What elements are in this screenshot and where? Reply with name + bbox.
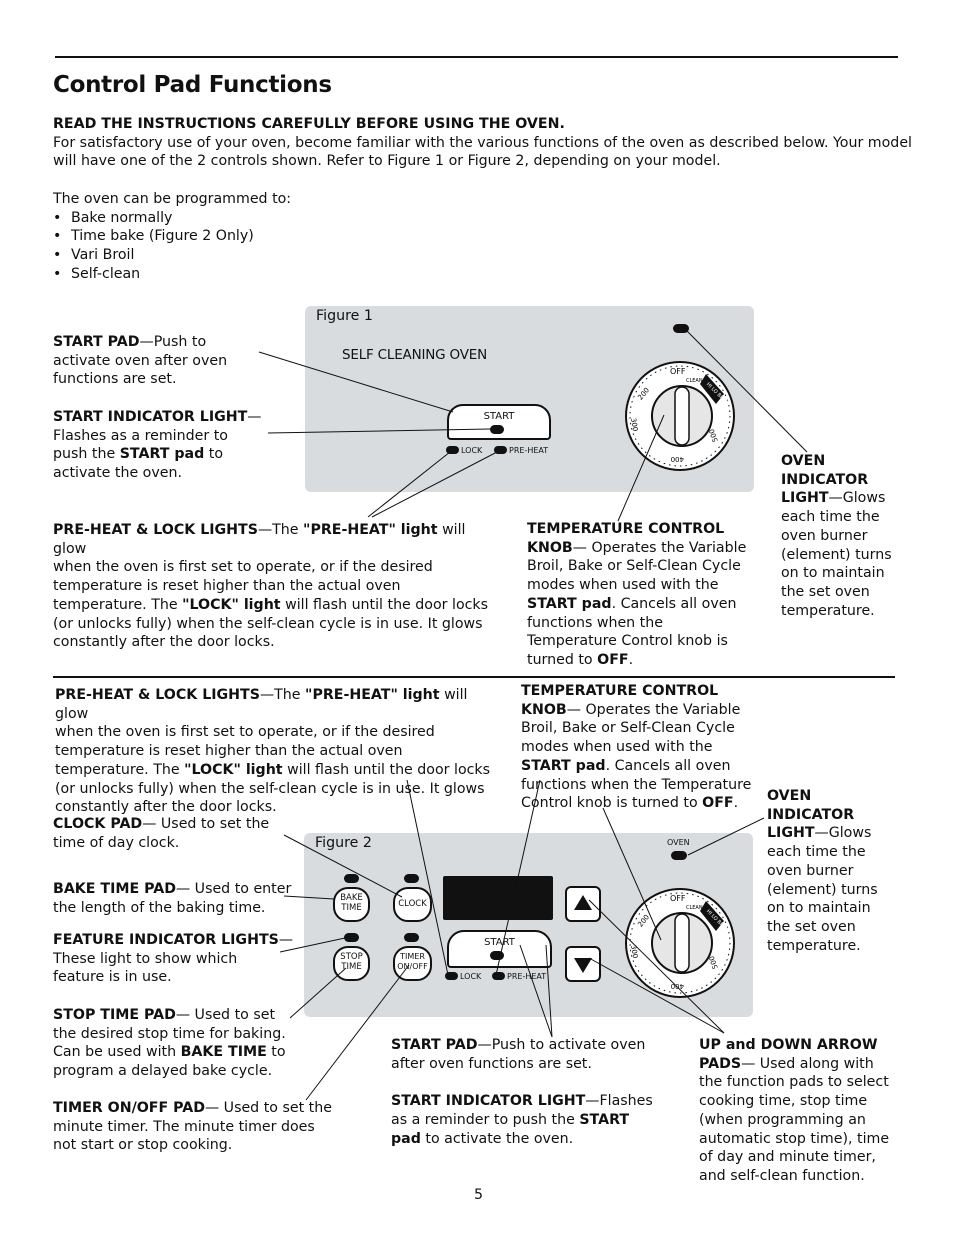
down-arrow-button[interactable]	[565, 946, 601, 982]
knob-clean-label: CLEAN	[686, 378, 703, 384]
bake-time-label: BAKE TIME	[340, 893, 363, 913]
bake-time-button[interactable]: BAKE TIME	[333, 887, 370, 922]
leader-clock	[283, 834, 403, 898]
figure1-leader-lines	[258, 329, 808, 522]
figure1-start-light-desc: START INDICATOR LIGHT— Flashes as a remi…	[53, 409, 262, 482]
clock-indicator-light	[404, 874, 419, 883]
knob-300-label: 300	[629, 417, 639, 432]
figure1-lock-label: LOCK	[461, 446, 483, 455]
leader-start-light	[267, 428, 491, 434]
figure2-label: Figure 2	[315, 835, 372, 851]
programmed-list: Bake normally Time bake (Figure 2 Only) …	[53, 209, 903, 284]
figure2-temp-knob-desc: TEMPERATURE CONTROL KNOB— Operates the V…	[521, 683, 752, 812]
figure2-preheat-lock-desc: PRE-HEAT & LOCK LIGHTS—The "PRE-HEAT" li…	[55, 687, 491, 816]
figure1-label: Figure 1	[316, 308, 373, 324]
figure2-start-indicator-light	[490, 951, 504, 960]
stop-time-label: STOP TIME	[340, 952, 363, 972]
figure1-start-pad-desc: START PAD—Push to activate oven after ov…	[53, 334, 228, 388]
knob-300-label: 300	[629, 944, 639, 959]
leader-stop-time	[289, 967, 347, 1019]
clock-display	[443, 876, 553, 920]
leader-lock	[367, 451, 451, 518]
up-arrow-icon	[574, 895, 592, 910]
bake-time-pad-desc: BAKE TIME PAD— Used to enter the length …	[53, 881, 292, 916]
knob-400-label: 400	[671, 455, 684, 463]
figure1-start-pad[interactable]: START	[447, 404, 551, 440]
stop-time-pad-desc: STOP TIME PAD— Used to set the desired s…	[53, 1007, 286, 1080]
list-item: Time bake (Figure 2 Only)	[53, 227, 903, 246]
figure2-start-desc: START PAD—Push to activate oven after ov…	[391, 1037, 653, 1147]
stop-time-indicator-light	[344, 933, 359, 942]
leader-feature-lights	[279, 937, 346, 953]
leader-preheat	[406, 779, 449, 976]
down-arrow-icon	[574, 958, 592, 973]
clock-label: CLOCK	[398, 899, 427, 909]
figure2-lock-light	[445, 972, 458, 980]
figure1-lock-light	[446, 446, 459, 454]
start-pad-label: START	[483, 411, 515, 422]
timer-pad-desc: TIMER ON/OFF PAD— Used to set the minute…	[53, 1100, 332, 1154]
figure1-oven-light-desc: OVEN INDICATOR LIGHT—Glows each time the…	[781, 453, 892, 619]
leader-start-pad	[519, 944, 553, 1038]
figure1-preheat-label: PRE-HEAT	[509, 446, 549, 455]
figure2-oven-label: OVEN	[667, 838, 690, 847]
intro-heading: READ THE INSTRUCTIONS CAREFULLY BEFORE U…	[53, 116, 565, 132]
timer-indicator-light	[404, 933, 419, 942]
figure1-preheat-lock-desc: PRE-HEAT & LOCK LIGHTS—The "PRE-HEAT" li…	[53, 522, 489, 651]
leader-lock	[495, 779, 541, 976]
intro-block: READ THE INSTRUCTIONS CAREFULLY BEFORE U…	[53, 115, 912, 284]
bake-time-indicator-light	[344, 874, 359, 883]
leader-down-arrow	[588, 957, 725, 1034]
knob-400-label: 400	[671, 982, 684, 990]
leader-start-pad	[258, 351, 454, 413]
figure2-preheat-label: PRE-HEAT	[507, 972, 547, 981]
knob-off-label: OFF	[670, 367, 686, 376]
list-item: Vari Broil	[53, 246, 903, 265]
intro-line: For satisfactory use of your oven, becom…	[53, 134, 912, 151]
timer-label: TIMER ON/OFF	[397, 952, 428, 971]
leader-oven-light	[687, 817, 765, 856]
top-rule	[55, 56, 898, 58]
leader-up-arrow	[588, 899, 725, 1034]
arrow-pads-desc: UP and DOWN ARROW PADS— Used along with …	[699, 1037, 890, 1184]
figure1-preheat-light	[494, 446, 507, 454]
list-item: Bake normally	[53, 209, 903, 228]
page-number: 5	[474, 1187, 484, 1203]
figure1-temp-knob-desc: TEMPERATURE CONTROL KNOB— Operates the V…	[527, 521, 747, 668]
figure2-preheat-light	[492, 972, 505, 980]
section-divider	[53, 676, 895, 678]
leader-temp-knob	[617, 414, 665, 522]
leader-start-pad-2	[545, 944, 553, 1038]
feature-lights-desc: FEATURE INDICATOR LIGHTS— These light to…	[53, 932, 294, 986]
knob-off-label: OFF	[670, 894, 686, 903]
figure2-temperature-knob[interactable]: OFF CLEAN HI LO BROIL 200 300 400 500	[624, 887, 736, 999]
knob-clean-label: CLEAN	[686, 905, 703, 911]
figure1-oven-indicator-light	[673, 324, 689, 333]
page-title: Control Pad Functions	[53, 72, 332, 98]
figure2-lock-label: LOCK	[460, 972, 482, 981]
figure2-oven-indicator-light	[671, 851, 687, 860]
leader-timer	[305, 964, 410, 1101]
timer-on-off-button[interactable]: TIMER ON/OFF	[393, 946, 432, 981]
list-item: Self-clean	[53, 265, 903, 284]
intro-line: will have one of the 2 controls shown. R…	[53, 153, 721, 170]
figure2-oven-light-desc: OVEN INDICATOR LIGHT—Glows each time the…	[767, 788, 878, 954]
start-pad-label: START	[484, 937, 515, 948]
leader-temp-knob	[602, 807, 662, 941]
figure1-panel-title: SELF CLEANING OVEN	[342, 347, 487, 363]
leader-bake-time	[283, 895, 335, 900]
clock-button[interactable]: CLOCK	[393, 887, 432, 922]
stop-time-button[interactable]: STOP TIME	[333, 946, 370, 981]
leader-oven-light	[685, 329, 808, 453]
up-arrow-button[interactable]	[565, 886, 601, 922]
figure1-temperature-knob[interactable]: OFF CLEAN HI LO BROIL 200 300 400 500	[624, 360, 736, 472]
leader-preheat	[371, 451, 498, 518]
clock-pad-desc: CLOCK PAD— Used to set the time of day c…	[53, 816, 270, 851]
programmed-intro: The oven can be programmed to:	[53, 190, 292, 207]
figure1-start-indicator-light	[490, 425, 504, 434]
